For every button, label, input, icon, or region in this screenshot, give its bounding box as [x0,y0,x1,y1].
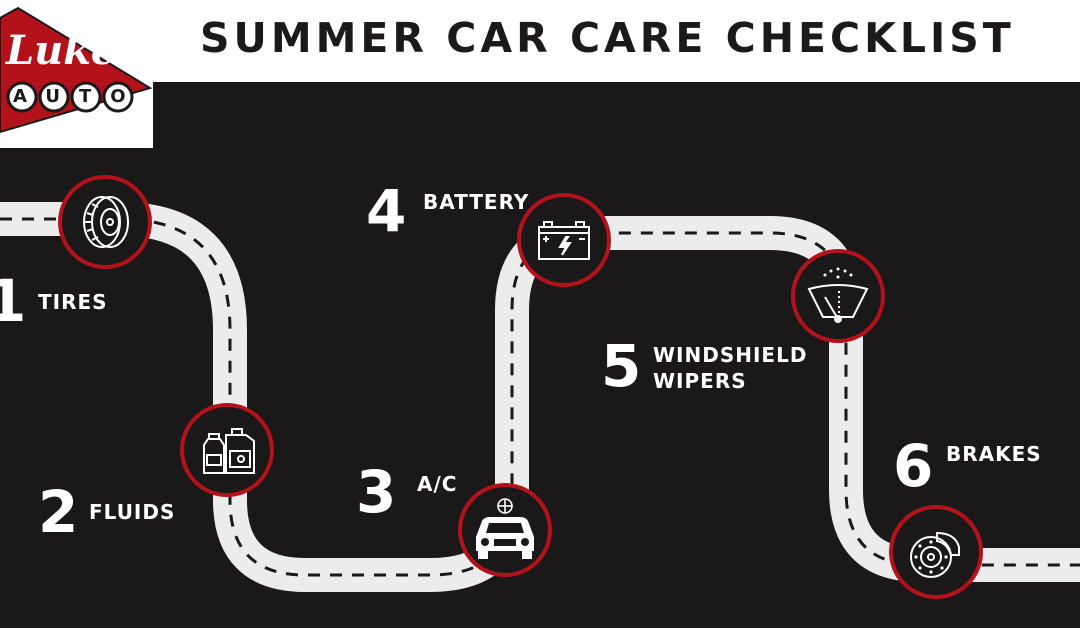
ac-icon-circle [458,483,552,577]
step-3-number: 3 [356,458,397,526]
step-4-number: 4 [366,177,407,245]
step-6-number: 6 [893,432,934,500]
battery-icon-circle [517,193,611,287]
car-ac-icon [476,498,534,559]
logo-text-top: Luke [5,27,116,74]
tires-icon-circle [58,175,152,269]
tire-icon [83,196,129,248]
header-bar: SUMMER CAR CARE CHECKLIST [0,0,1080,82]
page-title: SUMMER CAR CARE CHECKLIST [200,14,1015,62]
fluid-bottles-icon [203,428,255,474]
windshield-wiper-icon [807,267,869,323]
step-6-label: BRAKES [946,442,1042,466]
wipers-icon-circle [791,249,885,343]
logo-auto-letters: AUTO [0,86,140,110]
step-4-label: BATTERY [423,190,530,214]
brake-disc-icon [910,531,960,578]
step-5-label-line2: WIPERS [653,369,747,393]
step-2-number: 2 [38,478,79,546]
step-3-label: A/C [417,472,458,496]
step-2-label: FLUIDS [89,500,176,524]
logo-text-bottom: AUTO [13,86,145,107]
brakes-icon-circle [889,505,983,599]
step-1-label: TIRES [38,290,108,314]
fluids-icon-circle [180,403,274,497]
step-1-number: 1 [0,267,27,335]
battery-icon [538,221,590,260]
step-5-label-line1: WINDSHIELD [653,343,808,367]
step-5-number: 5 [601,332,642,400]
logo: Luke AUTO [0,0,153,148]
